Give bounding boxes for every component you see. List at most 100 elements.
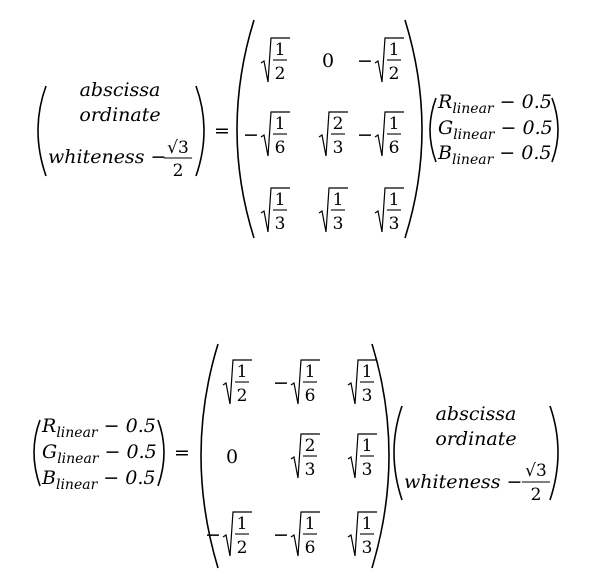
- offset-term: − 0.5: [494, 117, 552, 139]
- matrix-cell: 0: [226, 446, 238, 468]
- fraction-numerator: 1: [389, 40, 400, 60]
- fraction-denominator: 3: [362, 460, 373, 480]
- minus-sign: −: [357, 50, 373, 72]
- inverse-rhs-vector: abscissa ordinate whiteness − √3 2: [393, 403, 559, 505]
- matrix-cell: −16: [357, 111, 404, 158]
- fraction-denominator: 3: [275, 214, 286, 234]
- matrix-left-paren: [200, 343, 219, 569]
- fraction-numerator: 1: [275, 40, 286, 60]
- radical-sign: [318, 111, 348, 157]
- equals-sign: =: [174, 442, 190, 464]
- offset-term: − 0.5: [98, 415, 156, 437]
- fraction-numerator: 1: [389, 114, 400, 134]
- minus-sign: −: [243, 124, 259, 146]
- lhs-ordinate: ordinate: [79, 104, 160, 126]
- rhs-den-2: 2: [531, 485, 542, 505]
- radical-sign: [290, 511, 320, 557]
- fraction-numerator: 1: [237, 362, 248, 382]
- fraction-numerator: 2: [305, 436, 316, 456]
- radical-sign: [347, 359, 377, 405]
- matrix-left-paren: [236, 19, 255, 239]
- fraction-denominator: 2: [275, 64, 286, 84]
- channel-subscript: linear: [56, 477, 99, 493]
- fraction-denominator: 3: [389, 214, 400, 234]
- fraction-numerator: 1: [333, 190, 344, 210]
- rhs-whiteness: whiteness −: [404, 471, 522, 493]
- fraction-denominator: 6: [305, 386, 316, 406]
- rhs-sqrt3-num: √3: [525, 461, 547, 481]
- fraction-denominator: 2: [237, 386, 248, 406]
- radical-sign: [374, 111, 404, 157]
- matrix-cell: 23: [290, 433, 320, 480]
- matrix-cell: −1 2: [205, 511, 252, 558]
- left-paren: [33, 419, 41, 487]
- channel-subscript: linear: [452, 152, 495, 168]
- left-paren: [37, 85, 47, 177]
- channel-symbol: G: [42, 441, 57, 463]
- fraction-denominator: 3: [333, 214, 344, 234]
- fraction-denominator: 3: [362, 386, 373, 406]
- matrix-cell: −1 6: [243, 111, 290, 158]
- cell-value: 0: [322, 50, 334, 72]
- channel-symbol: B: [41, 467, 56, 489]
- channel-symbol: G: [438, 117, 453, 139]
- fraction-denominator: 2: [389, 64, 400, 84]
- radical-sign: [260, 187, 290, 233]
- fraction-denominator: 3: [362, 538, 373, 558]
- left-paren: [429, 97, 437, 163]
- radical-sign: [347, 433, 377, 479]
- minus-sign: −: [205, 524, 221, 546]
- matrix-cell: 13: [260, 187, 290, 234]
- rgb-row: Blinear − 0.5: [41, 467, 155, 493]
- lhs-whiteness: whiteness −: [48, 146, 166, 168]
- matrix-cell: 13: [318, 187, 348, 234]
- minus-sign: −: [273, 372, 289, 394]
- channel-subscript: linear: [56, 425, 99, 441]
- channel-subscript: linear: [453, 127, 496, 143]
- radical-sign: [260, 111, 290, 157]
- fraction-denominator: 6: [305, 538, 316, 558]
- right-paren: [157, 419, 165, 487]
- channel-subscript: linear: [57, 451, 100, 467]
- offset-term: − 0.5: [98, 441, 156, 463]
- matrix-cell: 13: [374, 187, 404, 234]
- matrix-right-paren: [404, 19, 423, 239]
- rgb-row: Rlinear − 0.5: [437, 91, 552, 117]
- matrix-cell: 0: [322, 50, 334, 72]
- forward-equation: abscissa ordinate whiteness − √3 2 = 120…: [37, 19, 559, 239]
- minus-sign: −: [273, 524, 289, 546]
- matrix-cell: 13: [347, 359, 377, 406]
- fraction-numerator: 1: [305, 514, 316, 534]
- fraction-numerator: 1: [237, 514, 248, 534]
- fraction-numerator: 1: [362, 514, 373, 534]
- matrix-cell: −1 6: [273, 359, 320, 406]
- fraction-denominator: 6: [275, 138, 286, 158]
- matrix-cell: −1 2: [357, 37, 404, 84]
- matrix-cell: 13: [347, 433, 377, 480]
- fraction-numerator: 1: [275, 114, 286, 134]
- matrix-cell: 12: [222, 359, 252, 406]
- radical-sign: [318, 187, 348, 233]
- rgb-row: Glinear − 0.5: [42, 441, 157, 467]
- forward-lhs-vector: abscissa ordinate whiteness − √3 2: [37, 79, 205, 181]
- fraction-numerator: 1: [362, 436, 373, 456]
- rhs-ordinate: ordinate: [435, 428, 516, 450]
- right-paren: [549, 405, 559, 501]
- radical-sign: [347, 511, 377, 557]
- matrix-cell: 13: [347, 511, 377, 558]
- fraction-numerator: 1: [389, 190, 400, 210]
- channel-symbol: R: [437, 91, 452, 113]
- radical-sign: [260, 37, 290, 83]
- radical-sign: [222, 511, 252, 557]
- channel-symbol: B: [437, 142, 452, 164]
- fraction-numerator: 1: [275, 190, 286, 210]
- fraction-denominator: 6: [389, 138, 400, 158]
- right-paren: [195, 85, 205, 177]
- fraction-numerator: 1: [305, 362, 316, 382]
- fraction-denominator: 2: [237, 538, 248, 558]
- offset-term: − 0.5: [97, 467, 155, 489]
